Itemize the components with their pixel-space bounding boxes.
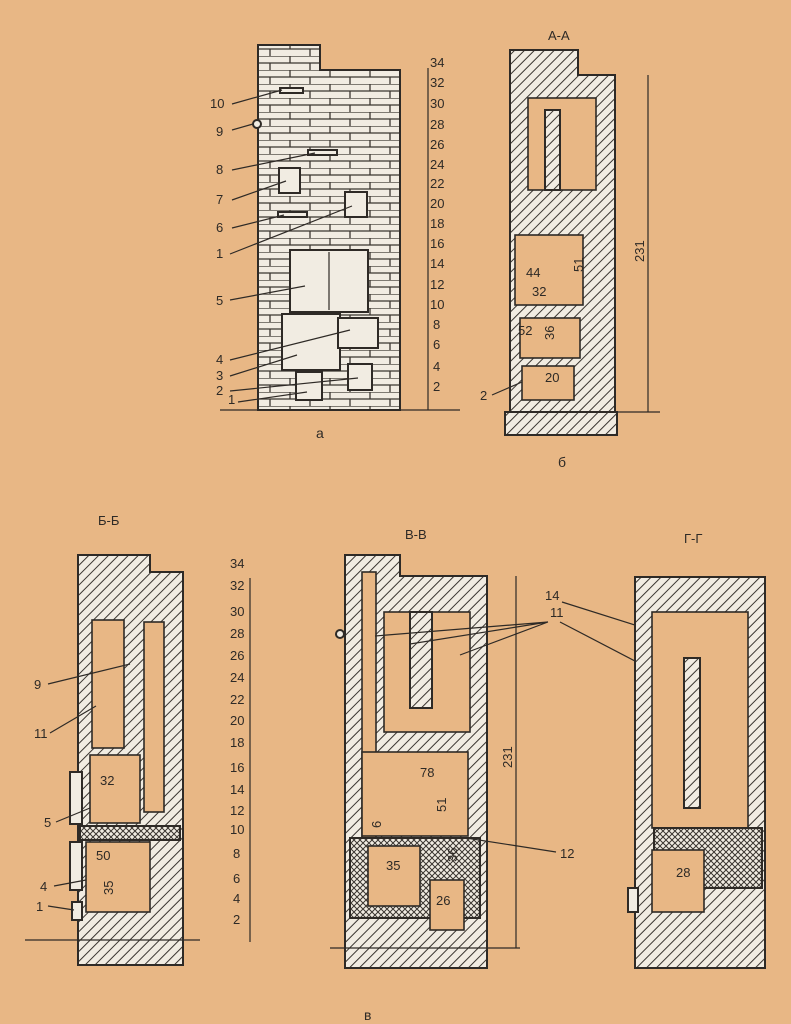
svg-text:4: 4 [40,879,47,894]
svg-text:22: 22 [430,176,444,191]
door-4 [337,317,379,349]
svg-text:20: 20 [430,196,444,211]
svg-text:44: 44 [526,265,540,280]
svg-text:51: 51 [434,798,449,812]
svg-text:18: 18 [430,216,444,231]
svg-text:32: 32 [230,578,244,593]
section-title-vv: В-В [405,527,427,542]
section-title-gg: Г-Г [684,531,702,546]
svg-text:52: 52 [518,323,532,338]
cleanout-door-1 [344,191,368,218]
svg-text:20: 20 [230,713,244,728]
svg-text:4: 4 [433,359,440,374]
svg-text:26: 26 [430,137,444,152]
svg-text:2: 2 [233,912,240,927]
svg-text:26: 26 [436,893,450,908]
course-scale-v: 34 32 30 28 26 24 22 20 18 16 14 12 10 8… [230,556,251,942]
svg-text:28: 28 [230,626,244,641]
svg-text:10: 10 [430,297,444,312]
section-vv: В-В 231 78 51 6 35 36 26 14 11 12 [330,527,711,969]
course-scale-a: 34 32 30 28 26 24 22 20 18 16 14 12 10 8… [427,55,444,410]
callout-2: 2 [216,383,223,398]
svg-text:11: 11 [34,726,48,741]
svg-text:2: 2 [433,379,440,394]
cleanout-door-2 [347,363,373,391]
callout-1: 1 [216,246,223,261]
section-title-bb: Б-Б [98,513,119,528]
svg-text:10: 10 [230,822,244,837]
svg-text:51: 51 [571,258,586,272]
svg-text:35: 35 [386,858,400,873]
svg-text:12: 12 [560,846,574,861]
svg-text:231: 231 [500,746,515,768]
callout-7: 7 [216,192,223,207]
firebox-door-3 [281,313,341,371]
svg-text:24: 24 [230,670,244,685]
svg-text:18: 18 [230,735,244,750]
callout-10: 10 [210,96,224,111]
svg-text:35: 35 [101,881,116,895]
dim-231: 231 [632,240,647,262]
section-bb: Б-Б 9 11 5 4 1 32 50 35 [25,513,200,966]
svg-text:6: 6 [433,337,440,352]
callout-2-aa: 2 [480,388,487,403]
ash-door-2 [295,371,323,401]
svg-text:14: 14 [230,782,244,797]
svg-text:6: 6 [233,871,240,886]
svg-text:28: 28 [676,865,690,880]
svg-text:5: 5 [44,815,51,830]
svg-text:12: 12 [230,803,244,818]
svg-text:34: 34 [230,556,244,571]
svg-text:22: 22 [230,692,244,707]
svg-text:16: 16 [230,760,244,775]
cleanout-door-7 [278,167,301,194]
svg-text:8: 8 [433,317,440,332]
callout-8: 8 [216,162,223,177]
svg-text:30: 30 [430,96,444,111]
svg-text:34: 34 [430,55,444,70]
callout-6: 6 [216,220,223,235]
svg-text:24: 24 [430,157,444,172]
svg-text:12: 12 [430,277,444,292]
svg-text:20: 20 [545,370,559,385]
caption-v: в [364,1007,371,1023]
damper-knob-9 [252,119,262,129]
svg-text:14: 14 [430,256,444,271]
svg-text:11: 11 [550,605,564,620]
caption-b: б [558,454,566,470]
svg-text:1: 1 [36,899,43,914]
damper-8 [307,149,338,156]
section-aa: А-А 231 51 44 32 52 36 20 2 б [480,28,660,470]
svg-text:26: 26 [230,648,244,663]
svg-text:32: 32 [430,75,444,90]
svg-text:4: 4 [233,891,240,906]
damper-6 [277,211,308,218]
svg-text:9: 9 [34,677,41,692]
svg-text:16: 16 [430,236,444,251]
section-gg: Г-Г 28 [627,531,766,969]
svg-text:6: 6 [369,821,384,828]
section-title-aa: А-А [548,28,570,43]
damper-10 [279,87,304,94]
callout-9: 9 [216,124,223,139]
callout-1b: 1 [228,392,235,407]
facade-view: 10 9 8 7 6 1 5 4 3 2 1 34 32 30 28 26 24… [210,44,460,441]
caption-a: а [316,425,324,441]
svg-text:28: 28 [430,117,444,132]
svg-text:78: 78 [420,765,434,780]
callout-4: 4 [216,352,223,367]
svg-text:30: 30 [230,604,244,619]
svg-text:14: 14 [545,588,559,603]
svg-text:8: 8 [233,846,240,861]
svg-text:32: 32 [532,284,546,299]
svg-text:36: 36 [445,848,460,862]
svg-text:50: 50 [96,848,110,863]
svg-text:32: 32 [100,773,114,788]
callout-3: 3 [216,368,223,383]
svg-text:36: 36 [542,326,557,340]
callout-5: 5 [216,293,223,308]
